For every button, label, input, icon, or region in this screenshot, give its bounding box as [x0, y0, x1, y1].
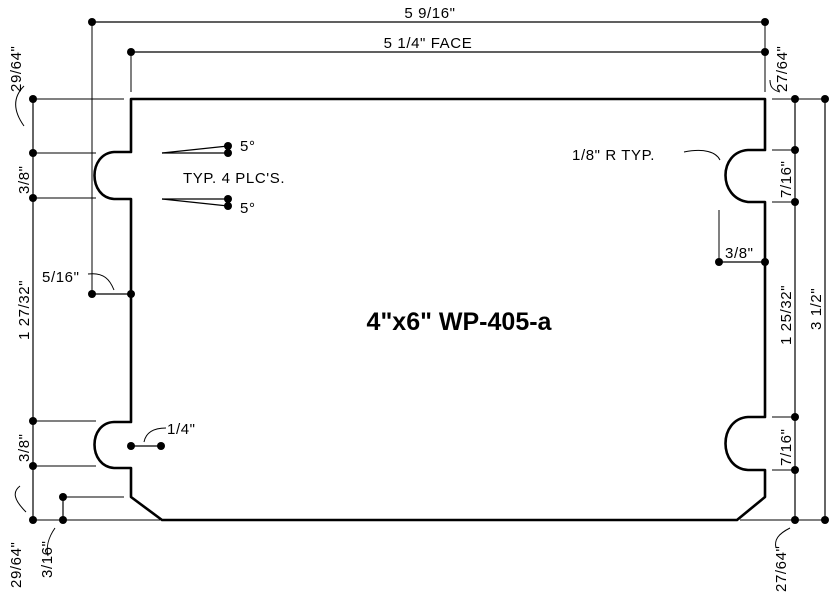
dim-dot	[29, 149, 37, 157]
dim-dot	[791, 198, 799, 206]
dim-dot	[761, 48, 769, 56]
typ-note-label: TYP. 4 PLC'S.	[183, 170, 285, 187]
dim-dot	[29, 194, 37, 202]
dim-dot	[127, 290, 135, 298]
right-notch-top-label: 7/16"	[778, 160, 795, 198]
dim-dot	[791, 146, 799, 154]
leader-line	[683, 149, 721, 161]
drawing-title: 4"x6" WP-405-a	[367, 308, 553, 336]
leader-line	[769, 79, 781, 93]
dim-dot	[821, 95, 829, 103]
angle-leader-line	[161, 198, 229, 207]
left-depth-label: 5/16"	[42, 269, 80, 286]
leader-line	[14, 485, 27, 513]
dim-dot	[224, 195, 232, 203]
dim-dot	[59, 493, 67, 501]
left-notch-bottom-label: 3/8"	[16, 433, 33, 462]
dim-dot	[29, 516, 37, 524]
overall-height-label: 3 1/2"	[808, 288, 825, 330]
dim-dot	[761, 258, 769, 266]
left-notch-top-label: 3/8"	[16, 165, 33, 194]
left-top-offset-label: 29/64"	[8, 46, 25, 92]
dim-dot	[821, 516, 829, 524]
dim-dot	[157, 442, 165, 450]
notch-inner-label: 1/4"	[167, 421, 196, 438]
dim-dot	[29, 95, 37, 103]
right-bottom-offset-label: 27/64"	[773, 546, 790, 592]
angle-bottom-label: 5°	[240, 200, 256, 217]
dim-dot	[715, 258, 723, 266]
leader-line	[775, 527, 791, 549]
radius-note-label: 1/8" R TYP.	[572, 147, 655, 164]
dim-dot	[29, 417, 37, 425]
dim-dot	[791, 466, 799, 474]
angle-top-label: 5°	[240, 138, 256, 155]
bottom-chamfer-label: 3/16"	[39, 540, 56, 578]
dim-dot	[791, 413, 799, 421]
part-outline	[93, 97, 767, 522]
dim-dot	[224, 149, 232, 157]
left-span-label: 1 27/32"	[16, 280, 33, 340]
angle-leader-line	[161, 145, 229, 154]
right-top-offset-label: 27/64"	[774, 46, 791, 92]
dim-dot	[224, 202, 232, 210]
leader-line	[87, 273, 115, 291]
dim-dot	[791, 95, 799, 103]
dim-dot	[127, 442, 135, 450]
dim-dot	[224, 142, 232, 150]
leader-line	[15, 85, 25, 127]
dim-dot	[791, 516, 799, 524]
leader-line	[46, 527, 56, 557]
left-bottom-offset-label: 29/64"	[8, 542, 25, 588]
overall-width-label: 5 9/16"	[404, 5, 455, 22]
dim-dot	[59, 516, 67, 524]
leader-line	[143, 427, 167, 443]
right-span-label: 1 25/32"	[778, 285, 795, 345]
face-width-label: 5 1/4" FACE	[384, 35, 473, 52]
dim-dot	[29, 462, 37, 470]
dim-dot	[88, 290, 96, 298]
right-depth-label: 3/8"	[725, 245, 754, 262]
right-notch-bottom-label: 7/16"	[778, 428, 795, 466]
